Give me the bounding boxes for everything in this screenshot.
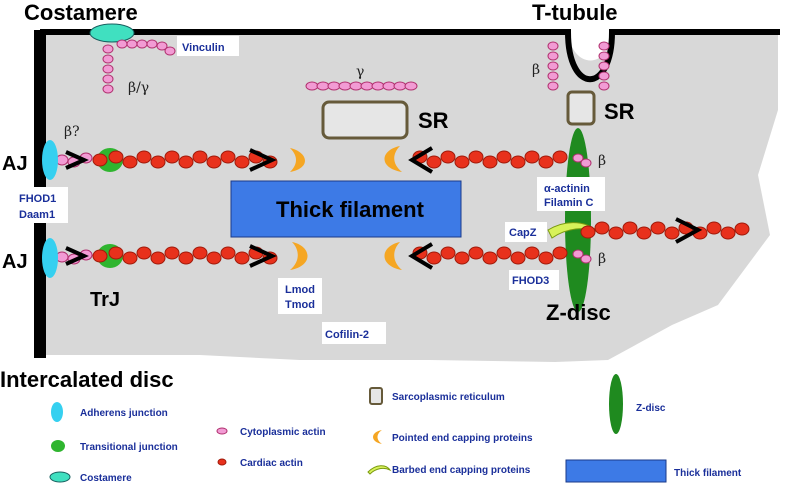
integrin-beta-gamma-chain bbox=[102, 39, 176, 94]
daam1-label: Daam1 bbox=[19, 209, 55, 221]
z-disc-shape bbox=[565, 128, 591, 312]
legend-pointed-swatch bbox=[373, 430, 382, 444]
actin-filament-top-left bbox=[55, 148, 278, 172]
tmod-label: Tmod bbox=[285, 299, 315, 311]
gamma-chain bbox=[305, 81, 418, 91]
beta-zdisc-bottom-label: β bbox=[598, 251, 606, 267]
pointed-cap-top-right bbox=[384, 146, 402, 172]
ttubule-beta-chains bbox=[547, 41, 610, 105]
beta-zdisc-top-label: β bbox=[598, 153, 606, 169]
legend-costamere-swatch bbox=[49, 471, 71, 483]
pointed-cap-top-left bbox=[290, 148, 306, 172]
actin-filament-right-of-zdisc bbox=[580, 217, 750, 244]
legend-costamere-label: Costamere bbox=[80, 473, 132, 484]
legend-sr-label: Sarcoplasmic reticulum bbox=[392, 392, 505, 403]
legend-barbed-swatch bbox=[367, 465, 392, 475]
sr-label-right: SR bbox=[604, 99, 635, 124]
sarcolemma-top bbox=[40, 29, 780, 83]
beta-ttubule-label: β bbox=[532, 62, 540, 78]
gamma-label: γ bbox=[356, 64, 364, 80]
sarcoplasmic-reticulum-center bbox=[321, 100, 409, 140]
filamin-c-label: Filamin C bbox=[544, 197, 594, 209]
legend-zdisc-swatch bbox=[609, 374, 623, 434]
costamere-title: Costamere bbox=[24, 0, 138, 25]
legend-cyto-actin-swatch bbox=[216, 427, 228, 435]
legend-zdisc-label: Z-disc bbox=[636, 403, 666, 414]
legend-transitional-swatch bbox=[51, 440, 65, 452]
thick-filament-label: Thick filament bbox=[276, 197, 425, 222]
cofilin-label: Cofilin-2 bbox=[325, 329, 369, 341]
lmod-label: Lmod bbox=[285, 284, 315, 296]
legend: Adherens junction Transitional junction … bbox=[49, 374, 742, 484]
legend-adherens-swatch bbox=[51, 402, 63, 422]
adherens-junction-bottom bbox=[42, 238, 58, 278]
legend-thick-label: Thick filament bbox=[674, 468, 742, 479]
legend-barbed-label: Barbed end capping proteins bbox=[392, 465, 531, 476]
costamere-shape bbox=[89, 23, 135, 43]
beta-gamma-label: β/γ bbox=[128, 80, 149, 96]
ttubule-title: T-tubule bbox=[532, 0, 618, 25]
actin-filament-bottom-right bbox=[408, 242, 592, 270]
capz-label: CapZ bbox=[509, 227, 537, 239]
intercalated-disc-title: Intercalated disc bbox=[0, 367, 174, 392]
beta-question-label: β? bbox=[64, 124, 80, 140]
sr-label-center: SR bbox=[418, 108, 449, 133]
actin-filament-top-right bbox=[408, 146, 592, 174]
legend-cardiac-actin-swatch bbox=[217, 458, 227, 466]
vinculin-label: Vinculin bbox=[182, 42, 225, 54]
thick-filament-shape bbox=[230, 180, 462, 238]
legend-cardiac-actin-label: Cardiac actin bbox=[240, 458, 303, 469]
alpha-actinin-label: α-actinin bbox=[544, 183, 590, 195]
pointed-cap-bottom-left bbox=[290, 242, 308, 270]
sarcoplasmic-reticulum-right bbox=[566, 90, 596, 126]
z-disc-label: Z-disc bbox=[546, 300, 611, 325]
adherens-junction-top bbox=[42, 140, 58, 180]
legend-adherens-label: Adherens junction bbox=[80, 408, 168, 419]
legend-cyto-actin-label: Cytoplasmic actin bbox=[240, 427, 326, 438]
pointed-cap-bottom-right bbox=[384, 242, 402, 270]
aj-label-bottom: AJ bbox=[2, 251, 28, 273]
trj-label: TrJ bbox=[90, 289, 120, 311]
legend-transitional-label: Transitional junction bbox=[80, 442, 178, 453]
fhod3-label: FHOD3 bbox=[512, 275, 549, 287]
legend-pointed-label: Pointed end capping proteins bbox=[392, 433, 533, 444]
legend-sr-swatch bbox=[369, 387, 383, 405]
fhod1-label: FHOD1 bbox=[19, 193, 56, 205]
legend-thick-swatch bbox=[565, 459, 667, 483]
aj-label-top: AJ bbox=[2, 153, 28, 175]
